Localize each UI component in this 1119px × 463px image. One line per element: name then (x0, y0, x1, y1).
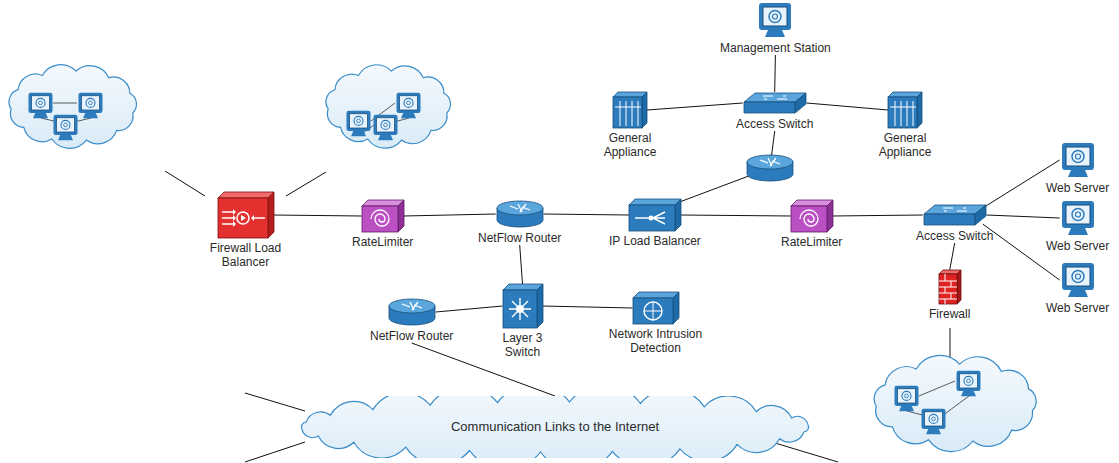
appliance-node: General Appliance (870, 92, 940, 159)
load-balancer-node: Firewall Load Balancer (198, 192, 293, 269)
app-icon (888, 92, 922, 128)
layer3-switch-node: Layer 3 Switch (495, 284, 550, 359)
network-link (436, 306, 503, 312)
fwlb-icon (218, 192, 274, 238)
iplb-icon (629, 199, 681, 231)
device-label: RateLimiter (781, 235, 842, 249)
switch-node: Access Switch (916, 204, 993, 243)
l3-icon (503, 284, 543, 328)
internet-cloud: Communication Links to the Internet (295, 396, 815, 458)
router-node: NetFlow Router (478, 200, 561, 245)
appliance-node: General Appliance (595, 92, 665, 159)
mon-icon (1060, 142, 1096, 178)
computer-node: Web Server (1046, 142, 1109, 195)
load-balancer-node: IP Load Balancer (609, 199, 701, 248)
device-label: NetFlow Router (478, 231, 561, 245)
network-link (274, 215, 362, 216)
router-icon (388, 298, 436, 326)
network-link (647, 103, 743, 110)
computer-node: Management Station (720, 2, 831, 55)
device-label: Layer 3 Switch (495, 331, 550, 359)
app-icon (613, 92, 647, 128)
device-label: Firewall Load Balancer (198, 241, 293, 269)
network-link (774, 55, 776, 92)
rate-limiter-node: RateLimiter (781, 200, 842, 249)
router-symbol (747, 155, 793, 181)
device-label: Access Switch (736, 117, 813, 131)
mon-icon (1060, 262, 1096, 298)
computer-node: Web Server (1046, 200, 1109, 253)
ids-node: Network Intrusion Detection (593, 292, 718, 355)
network-link (807, 103, 888, 110)
device-label: RateLimiter (352, 235, 413, 249)
network-link (950, 243, 955, 270)
device-label: Web Server (1046, 301, 1109, 315)
computer-node: Web Server (1046, 262, 1109, 315)
client-cloud (9, 65, 136, 149)
ids-icon (633, 292, 679, 324)
device-label: Access Switch (916, 229, 993, 243)
network-link (520, 245, 523, 284)
mon-icon (1060, 200, 1096, 236)
device-label: Management Station (720, 41, 831, 55)
firewall-node: Firewall (929, 270, 970, 321)
rate-icon (362, 200, 404, 232)
device-label: IP Load Balancer (609, 234, 701, 248)
device-label: Network Intrusion Detection (593, 327, 718, 355)
switch-node: Access Switch (736, 92, 813, 131)
device-label: General Appliance (870, 131, 940, 159)
network-link (544, 214, 629, 215)
network-link (833, 215, 923, 216)
network-link (543, 306, 633, 308)
device-label: Communication Links to the Internet (451, 420, 659, 434)
mon-icon (757, 2, 793, 38)
rate-limiter-node: RateLimiter (352, 200, 413, 249)
device-label: Firewall (929, 307, 970, 321)
device-label: Web Server (1046, 239, 1109, 253)
router-node: NetFlow Router (370, 298, 453, 343)
sw-icon (743, 92, 807, 114)
client-cloud (874, 355, 1036, 451)
device-label: General Appliance (595, 131, 665, 159)
network-link (987, 215, 1060, 218)
router-icon (496, 200, 544, 228)
device-label: NetFlow Router (370, 329, 453, 343)
sw-icon (923, 204, 987, 226)
network-link (681, 215, 791, 216)
network-link (404, 214, 496, 216)
client-cloud (326, 65, 451, 148)
fw-icon (939, 270, 961, 304)
rate-icon (791, 200, 833, 232)
device-label: Web Server (1046, 181, 1109, 195)
